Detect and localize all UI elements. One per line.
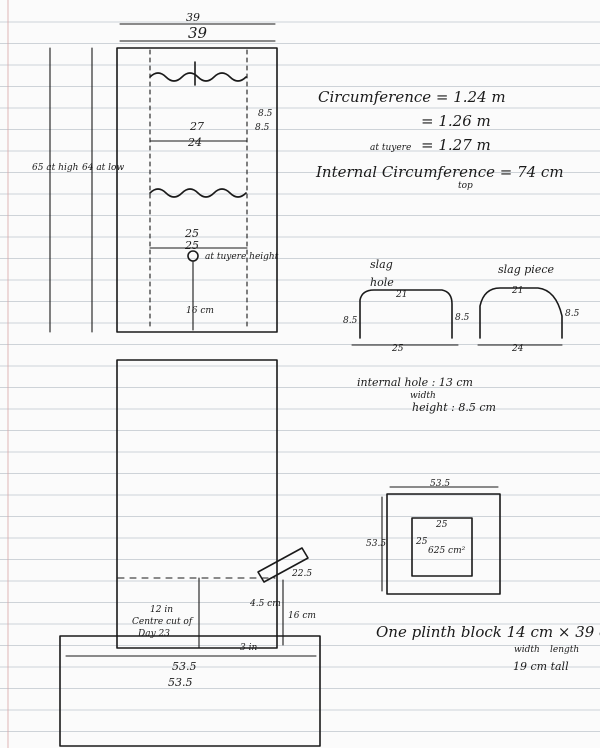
plinth-note-sub-2: length (550, 645, 579, 655)
slag-hole-top: 21 (395, 290, 407, 300)
wavy-line-2 (149, 188, 247, 198)
circ-line-3: = 1.27 m (421, 136, 491, 154)
right-dim-b: 8.5 (255, 123, 270, 133)
center-note-c: Day 23 (137, 629, 170, 639)
lower-width-b: 25 (184, 239, 199, 252)
plinth-inner-left: 25 (415, 537, 428, 547)
stack-outline (116, 359, 278, 649)
slag-piece-top: 21 (511, 286, 523, 296)
height-low: 64 at low (82, 163, 124, 173)
tuyere-angle: 22.5 (291, 569, 312, 579)
base-width-a: 53.5 (172, 660, 197, 673)
base-gap: 3 in (240, 643, 257, 653)
tuyere-hole (187, 250, 199, 262)
bottom-height: 16 cm (186, 306, 214, 316)
slag-sketches: slag hole 21 8.5 8.5 25 slag piece 21 8.… (343, 258, 580, 414)
tuyere-label: at tuyere height (205, 252, 279, 262)
internal-circumference: Internal Circumference = 74 cm (315, 163, 564, 181)
height-high: 65 at high (32, 163, 78, 173)
circ-line-3-prefix: at tuyere (370, 143, 411, 153)
plinth-base (59, 635, 321, 747)
base-width-b: 53.5 (168, 676, 193, 689)
circumference-notes: Circumference = 1.24 m = 1.26 m at tuyer… (315, 88, 564, 191)
internal-hole: internal hole : 13 cm (357, 376, 473, 389)
plinth-inner-square (411, 517, 473, 577)
center-note-a: 12 in (150, 605, 173, 615)
slag-hole-title-b: hole (370, 276, 394, 289)
circ-line-2: = 1.26 m (421, 112, 491, 130)
internal-hole-sub: width (410, 391, 436, 401)
plinth-inner-top: 25 (435, 520, 448, 530)
tuyere-pipe (257, 547, 309, 583)
wavy-line-1 (149, 72, 247, 82)
tuyere-height: 16 cm (288, 611, 316, 621)
mid-width-b: 24 (187, 136, 202, 149)
slag-hole-right: 8.5 (455, 313, 470, 323)
slag-hole-left: 8.5 (343, 316, 358, 326)
center-note-b: Centre cut of (132, 617, 194, 627)
side-elevation: 12 in Centre cut of Day 23 22.5 4.5 cm 1… (59, 359, 321, 747)
plinth-outer-square (386, 493, 501, 595)
plinth-plan: 53.5 53.5 25 25 625 cm² (366, 479, 501, 595)
lower-width-a: 25 (184, 227, 199, 240)
plinth-outer-top: 53.5 (430, 479, 450, 489)
slag-piece-title: slag piece (498, 263, 554, 276)
slag-piece-right: 8.5 (565, 309, 580, 319)
slag-piece-shape (479, 287, 563, 339)
slag-piece-bottom: 24 (511, 344, 524, 354)
top-width-inner: 39 (188, 24, 208, 42)
top-elevation: 39 39 27 24 8.5 8.5 25 25 at tuyere heig… (32, 11, 279, 333)
plinth-outer-left: 53.5 (366, 539, 386, 549)
top-width-outer: 39 (186, 11, 200, 24)
internal-height: height : 8.5 cm (412, 401, 496, 414)
mid-width-a: 27 (189, 120, 204, 133)
slag-hole-shape (359, 289, 453, 339)
shaft-outline (116, 47, 278, 333)
slag-hole-bottom: 25 (391, 344, 404, 354)
slag-hole-title-a: slag (370, 258, 393, 271)
plinth-note-line-1: One plinth block 14 cm × 39 cm (376, 623, 600, 641)
plinth-note-line-2: 19 cm tall (513, 660, 569, 673)
circ-line-1: Circumference = 1.24 m (318, 88, 506, 106)
right-dim-a: 8.5 (258, 109, 273, 119)
plinth-inner-area: 625 cm² (428, 546, 466, 556)
plinth-note-sub-1: width (514, 645, 540, 655)
plinth-note: One plinth block 14 cm × 39 cm width len… (376, 623, 600, 673)
internal-circumference-sub: top (458, 181, 473, 191)
tuyere-depth: 4.5 cm (249, 599, 281, 609)
